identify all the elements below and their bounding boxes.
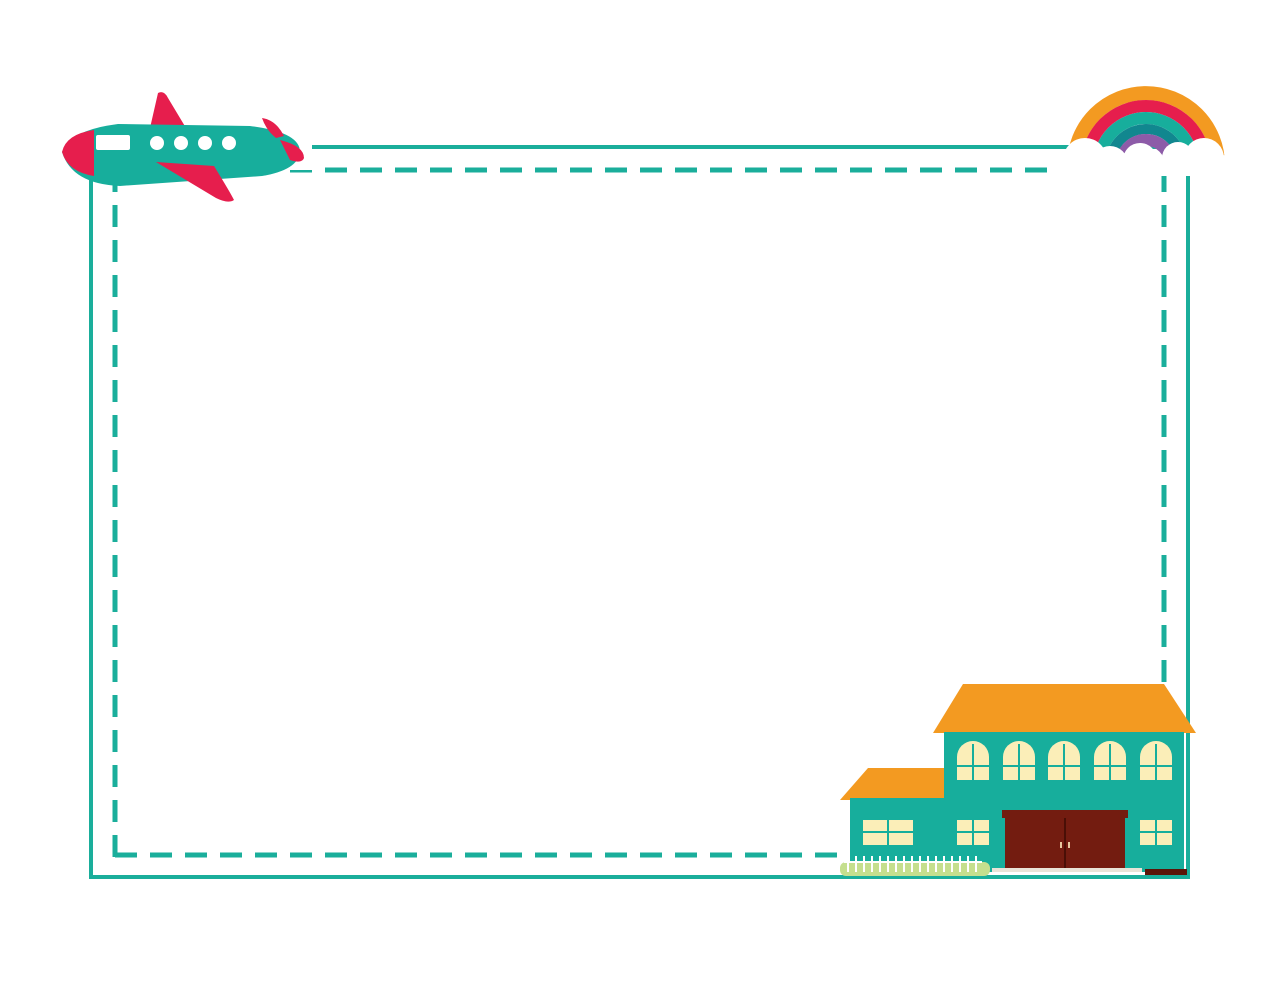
fence-icon [840, 856, 990, 876]
cloud-shape [1058, 138, 1235, 184]
school-building-icon [840, 684, 1196, 876]
upper-windows [957, 741, 1172, 780]
door-icon [1002, 810, 1128, 870]
lower-windows [863, 820, 1172, 845]
rainbow-cloud-icon [1058, 86, 1235, 184]
airplane-icon [62, 92, 312, 202]
